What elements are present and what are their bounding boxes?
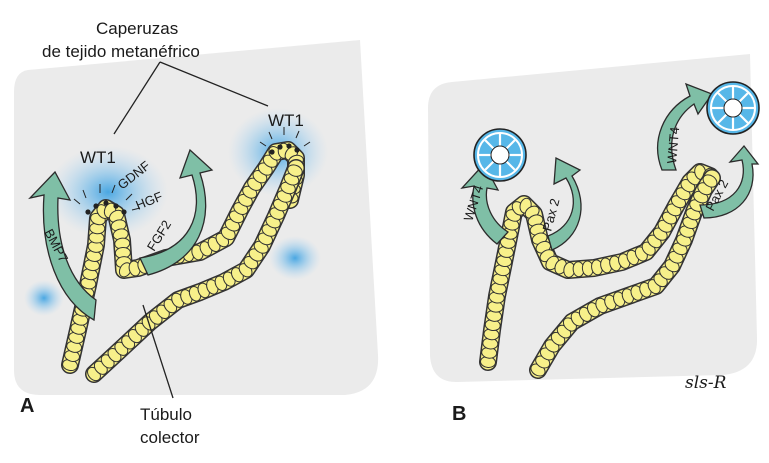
label-tubule-line2: colector (140, 428, 200, 447)
renal-vesicle-right (707, 82, 759, 134)
panel-a-letter: A (20, 395, 34, 417)
signature: sls-R (685, 373, 727, 393)
label-wt1-left: WT1 (80, 148, 116, 167)
glow-spot-left (24, 280, 64, 316)
label-tubule-line1: Túbulo (140, 405, 192, 424)
label-wt1-right: WT1 (268, 111, 304, 130)
renal-vesicle-left (474, 129, 526, 181)
panel-b: WNT4 Pax 2 WNT4 Pax 2 B sls-R (428, 54, 759, 425)
label-caps-line2: de tejido metanéfrico (42, 42, 200, 61)
panel-a: Caperuzas de tejido metanéfrico WT1 WT1 … (14, 19, 378, 447)
panel-b-letter: B (452, 403, 466, 425)
glow-spot-right (269, 236, 321, 280)
label-wnt4-right: WNT4 (664, 126, 682, 164)
label-caps-line1: Caperuzas (96, 19, 178, 38)
